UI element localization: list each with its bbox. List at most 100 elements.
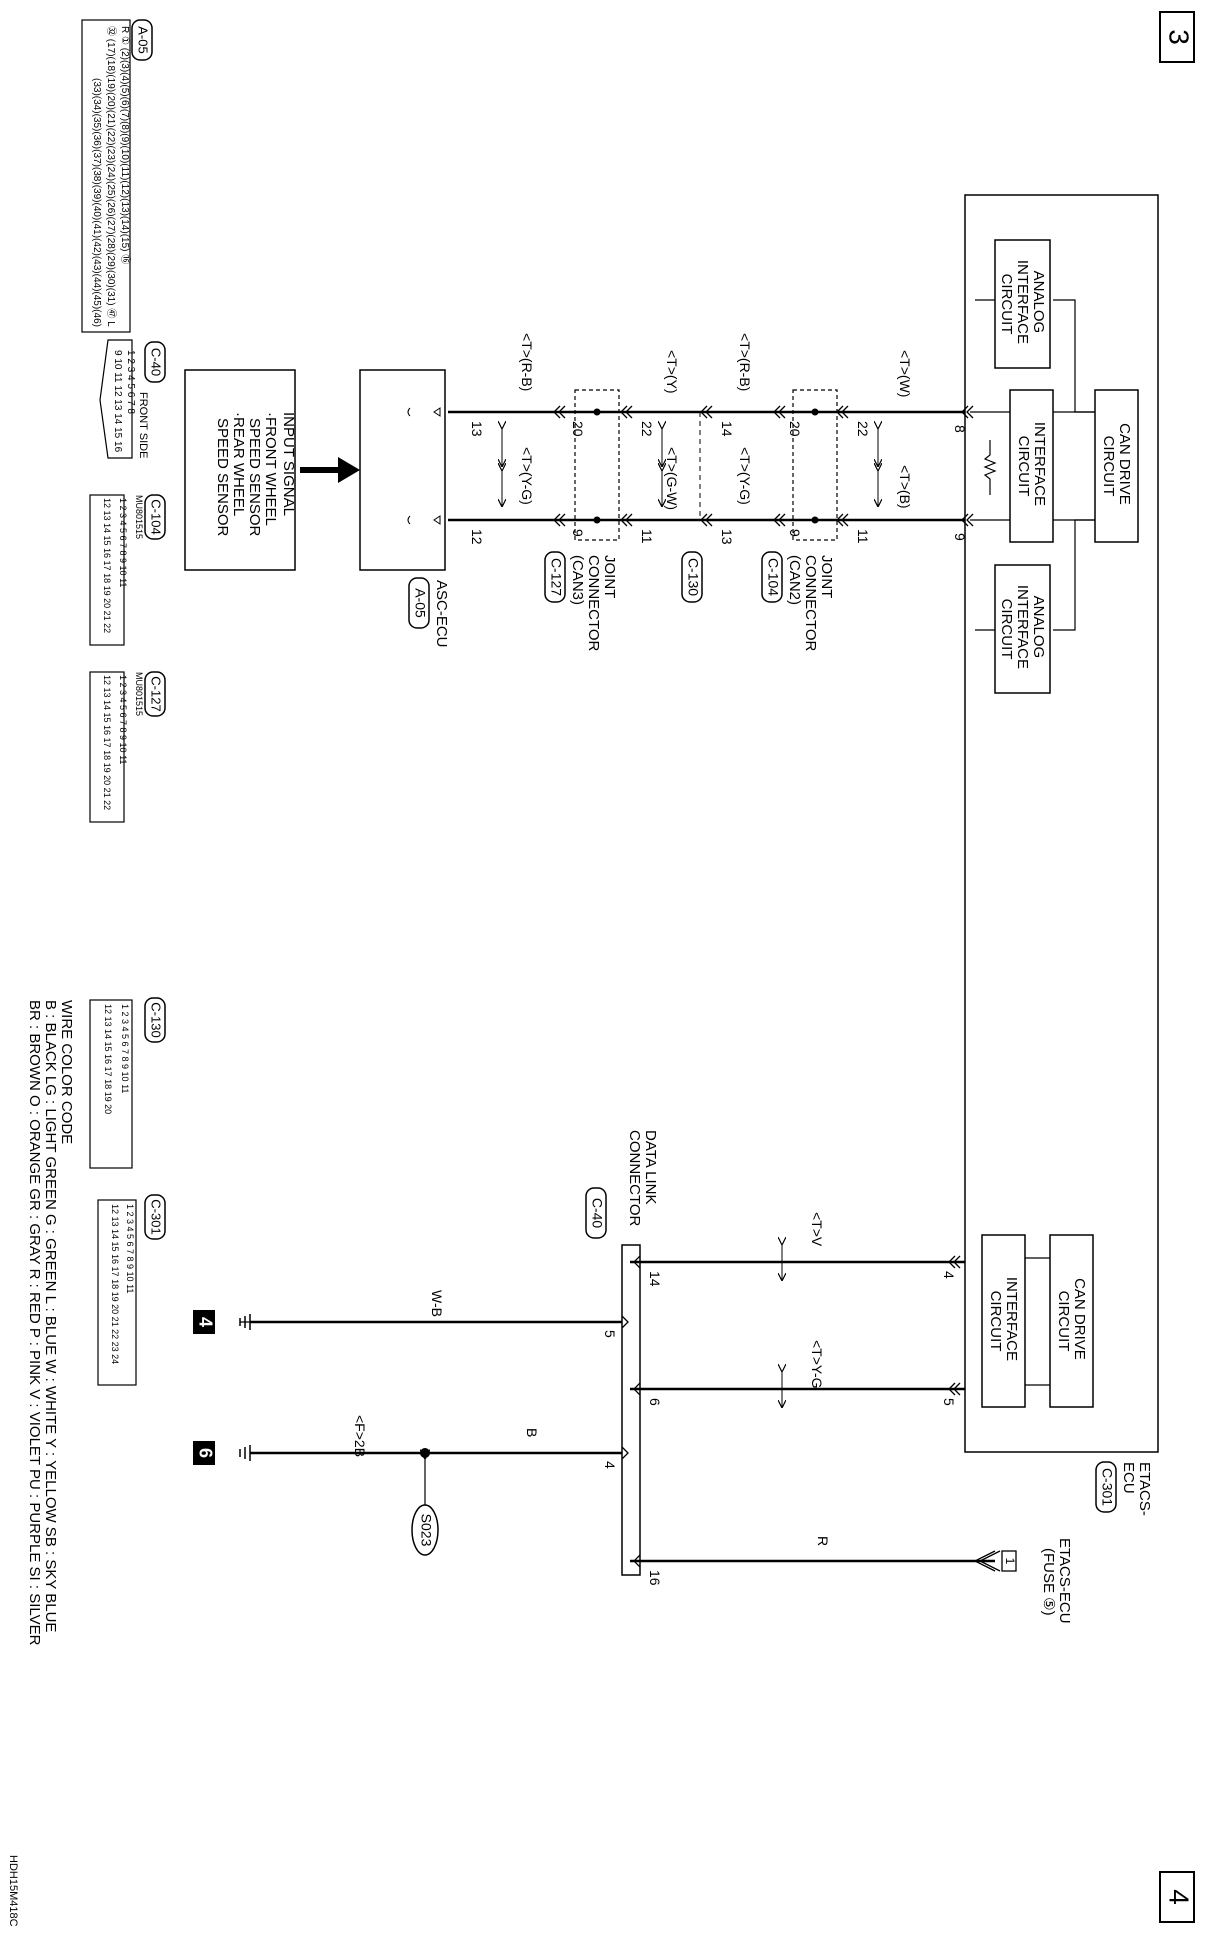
svg-text:A-05: A-05 — [412, 588, 428, 618]
svg-text:16: 16 — [647, 1570, 663, 1586]
svg-text:C-301: C-301 — [1099, 1468, 1115, 1506]
ground-4: 4 — [193, 1310, 251, 1334]
connector-ref-c127: C-127 MU801515 1 2 3 4 5 6 7 8 9 10 11 1… — [89, 671, 166, 823]
svg-text:CAN DRIVE CIRCUIT: CAN DRIVE CIRCUIT — [1055, 1278, 1088, 1364]
connector-ref-a05: A-05 R ① (2)(3)(4)(5)(6)(7)(8)(9)(10)(11… — [81, 19, 153, 333]
svg-text:R ① (2)(3)(4)(5)(6)(7)(8)(9)(1: R ① (2)(3)(4)(5)(6)(7)(8)(9)(10)(11)(12)… — [119, 26, 131, 264]
svg-text:6: 6 — [195, 1448, 215, 1458]
svg-text:FRONT SIDE: FRONT SIDE — [137, 392, 149, 458]
internal-connections-top — [970, 299, 1095, 631]
svg-text:R: R — [815, 1536, 831, 1546]
svg-text:20: 20 — [787, 421, 803, 437]
connector-ref-c104: C-104 MU801515 1 2 3 4 5 6 7 8 9 10 11 1… — [89, 494, 166, 646]
svg-text:<T>(B): <T>(B) — [897, 465, 913, 509]
svg-text:14: 14 — [719, 421, 735, 437]
internal-connections-bottom — [1025, 1257, 1050, 1386]
figure-code: HDH15M418C — [7, 1855, 19, 1927]
data-link-connector: DATA LINK CONNECTOR C-40 — [585, 1130, 659, 1576]
svg-text:14: 14 — [647, 1271, 663, 1287]
svg-text:4: 4 — [1164, 1889, 1195, 1905]
svg-text:11: 11 — [639, 529, 655, 544]
svg-text:9: 9 — [787, 529, 803, 537]
svg-text:INTERFACE CIRCUIT: INTERFACE CIRCUIT — [987, 1277, 1020, 1365]
svg-text:W-B: W-B — [429, 1290, 445, 1317]
page-number-bottom: 4 — [1159, 1871, 1195, 1923]
svg-text:<T>(Y-G): <T>(Y-G) — [519, 447, 535, 505]
page-number-top: 3 — [1159, 11, 1195, 63]
svg-text:1 2 3 4 5 6 7 8 9 10 11: 1 2 3 4 5 6 7 8 9 10 11 — [118, 675, 128, 764]
asc-ecu-box: ASC-ECU A-05 — [359, 369, 450, 648]
svg-text:12 13 14 15 16 17 18 19 20 21: 12 13 14 15 16 17 18 19 20 21 22 23 24 — [110, 1204, 120, 1364]
connector-tag-c130: C-130 — [681, 551, 703, 603]
svg-text:22: 22 — [639, 421, 655, 437]
svg-text:ANALOG INTERFACE C: ANALOG INTERFACE CIRCUIT — [998, 585, 1047, 673]
svg-text:9: 9 — [570, 529, 586, 537]
connector-tag-c301: C-301 — [1095, 1461, 1117, 1513]
svg-text:20: 20 — [570, 421, 586, 437]
svg-text:㉜ (17)(18)(19)(20)(21)(22)(23): ㉜ (17)(18)(19)(20)(21)(22)(23)(24)(25)(2… — [105, 26, 117, 327]
svg-text:JOINT CONNECTOR (C: JOINT CONNECTOR (CAN2) — [786, 555, 835, 656]
wires-bottom — [250, 1260, 995, 1563]
svg-text:ANALOG INTERFACE C: ANALOG INTERFACE CIRCUIT — [998, 260, 1047, 348]
input-arrow — [300, 457, 360, 483]
svg-text:<T>(Y-G): <T>(Y-G) — [737, 447, 753, 505]
ground-6: 6 — [193, 1441, 251, 1465]
svg-text:(33)(34)(35)(36)(37)(38)(39)(4: (33)(34)(35)(36)(37)(38)(39)(40)(41)(42)… — [91, 78, 102, 327]
svg-text:11: 11 — [855, 529, 871, 544]
svg-text:13: 13 — [719, 529, 735, 545]
interface-circuit-top: INTERFACE CIRCUIT — [1009, 389, 1054, 543]
svg-text:<T>Y-G: <T>Y-G — [809, 1340, 825, 1389]
interface-circuit-bottom: INTERFACE CIRCUIT — [981, 1234, 1026, 1408]
svg-text:ASC-ECU: ASC-ECU — [433, 580, 450, 648]
svg-text:<T>(R-B): <T>(R-B) — [519, 333, 535, 391]
svg-text:MU801515: MU801515 — [134, 495, 144, 539]
svg-text:12: 12 — [469, 529, 485, 545]
connector-ref-c40: C-40 FRONT SIDE 1 2 3 4 5 6 7 8 9 10 11 … — [99, 339, 166, 459]
svg-text:<T>(G-W): <T>(G-W) — [664, 447, 680, 510]
svg-text:JOINT CONNECTOR (C: JOINT CONNECTOR (CAN3) — [569, 555, 618, 656]
wire-color-legend: WIRE COLOR CODE B : BLACK LG : LIGHT GRE… — [26, 1000, 75, 1646]
svg-text:1 2 3 4 5 6 7 8: 1 2 3 4 5 6 7 8 — [125, 350, 136, 414]
svg-text:<T>V: <T>V — [809, 1212, 825, 1247]
svg-text:1 2 3 4 5 6 7 8 9 10 11: 1 2 3 4 5 6 7 8 9 10 11 — [118, 498, 128, 587]
svg-text:<T>(W): <T>(W) — [897, 350, 913, 397]
svg-text:1 2 3 4 5 6 7 8 9 10 11: 1 2 3 4 5 6 7 8 9 10 11 — [120, 1004, 130, 1093]
can-drive-circuit-top: CAN DRIVE CIRCUIT — [1094, 389, 1139, 543]
svg-text:C-127: C-127 — [548, 558, 564, 596]
connector-ref-c301: C-301 1 2 3 4 5 6 7 8 9 10 11 12 13 14 1… — [97, 1194, 166, 1386]
svg-text:6: 6 — [647, 1398, 663, 1406]
etacs-ecu-box — [964, 194, 1159, 1453]
svg-text:B : BLACK LG : LIGHT GREEN: B : BLACK LG : LIGHT GREEN G : GREEN L :… — [42, 1000, 59, 1632]
input-signal-box: INPUT SIGNAL ·FRONT WHEEL SPEED SENSOR ·… — [184, 369, 297, 571]
svg-text:22: 22 — [855, 421, 871, 437]
svg-text:BR : BROWN O : ORANGE GR :: BR : BROWN O : ORANGE GR : GRAY R : RED … — [26, 1000, 43, 1646]
svg-text:C-127: C-127 — [149, 676, 164, 711]
svg-text:4: 4 — [195, 1317, 215, 1327]
joint-connector-can2: JOINT CONNECTOR (CAN2) C-104 — [761, 389, 838, 656]
fuse-etacs: 1 ETACS-ECU (FUSE ⑤) — [973, 1538, 1073, 1624]
svg-text:A-05: A-05 — [136, 26, 151, 53]
svg-text:C-40: C-40 — [589, 1198, 605, 1229]
analog-interface-circuit-2: ANALOG INTERFACE CIRCUIT — [994, 564, 1051, 694]
connector-ref-c130: C-130 1 2 3 4 5 6 7 8 9 10 11 12 13 14 1… — [89, 997, 166, 1169]
svg-text:12 13 14 15 16 17 18 19 20 21: 12 13 14 15 16 17 18 19 20 21 22 — [102, 498, 112, 633]
svg-text:C-104: C-104 — [765, 558, 781, 596]
svg-text:4: 4 — [602, 1461, 618, 1469]
svg-text:12 13 14 15 16 17 18 19 20: 12 13 14 15 16 17 18 19 20 — [103, 1004, 113, 1114]
svg-text:C-301: C-301 — [149, 1199, 164, 1234]
svg-text:5: 5 — [602, 1330, 618, 1338]
svg-text:1 2 3 4 5 6 7 8 9 10 11: 1 2 3 4 5 6 7 8 9 10 11 — [125, 1204, 135, 1293]
can-drive-circuit-bottom: CAN DRIVE CIRCUIT — [1049, 1234, 1094, 1408]
svg-text:<T>(R-B): <T>(R-B) — [737, 333, 753, 391]
splice-s023: S023 — [411, 1448, 439, 1556]
svg-text:C-104: C-104 — [149, 499, 164, 534]
svg-text:C-130: C-130 — [149, 1002, 164, 1037]
svg-text:INPUT SIGNAL ·FRONT WHEE: INPUT SIGNAL ·FRONT WHEEL SPEED SENSOR ·… — [214, 412, 297, 541]
wire-labels: <T>(W) <T>(B) <T>(R-B) <T>(Y-G) <T>(Y) <… — [352, 333, 913, 1546]
analog-interface-circuit-1: ANALOG INTERFACE CIRCUIT — [994, 239, 1051, 369]
svg-text:DATA LINK CONNECTOR: DATA LINK CONNECTOR — [626, 1130, 659, 1227]
svg-text:5: 5 — [941, 1398, 957, 1406]
svg-text:S023: S023 — [418, 1514, 434, 1547]
